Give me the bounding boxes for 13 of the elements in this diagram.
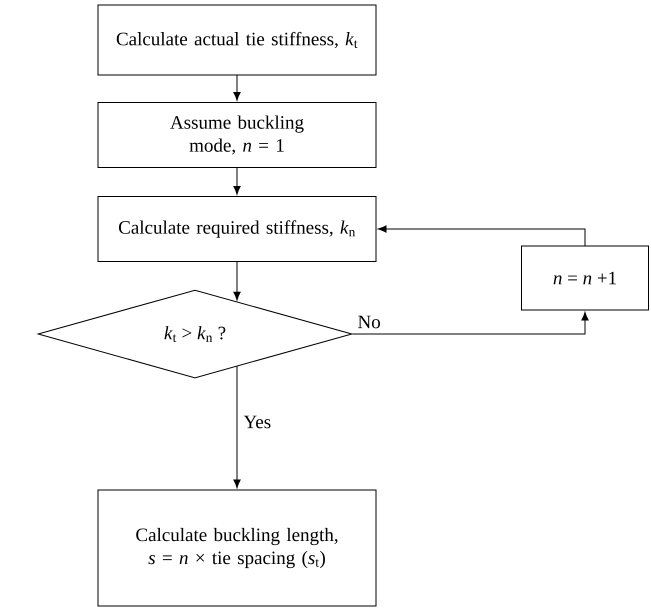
process-box: Assume buckling mode, n = 1 <box>98 102 376 168</box>
arrow <box>233 168 241 195</box>
arrow <box>352 312 589 334</box>
arrow <box>378 225 586 246</box>
arrow <box>233 75 241 101</box>
process-box: Calculate buckling length, s = n × tie spacing (s$_{t}$) <box>98 490 376 606</box>
edge-label: Yes <box>242 414 272 430</box>
process-box: n = n +1 <box>521 246 649 310</box>
arrow <box>233 366 241 488</box>
arrow <box>233 262 241 300</box>
process-box: Calculate actual tie stiffness, k$_{t}$ <box>98 4 376 76</box>
edge-label: No <box>356 314 382 330</box>
process-box: Calculate required stiffness, k$_{n}$ <box>98 196 376 262</box>
